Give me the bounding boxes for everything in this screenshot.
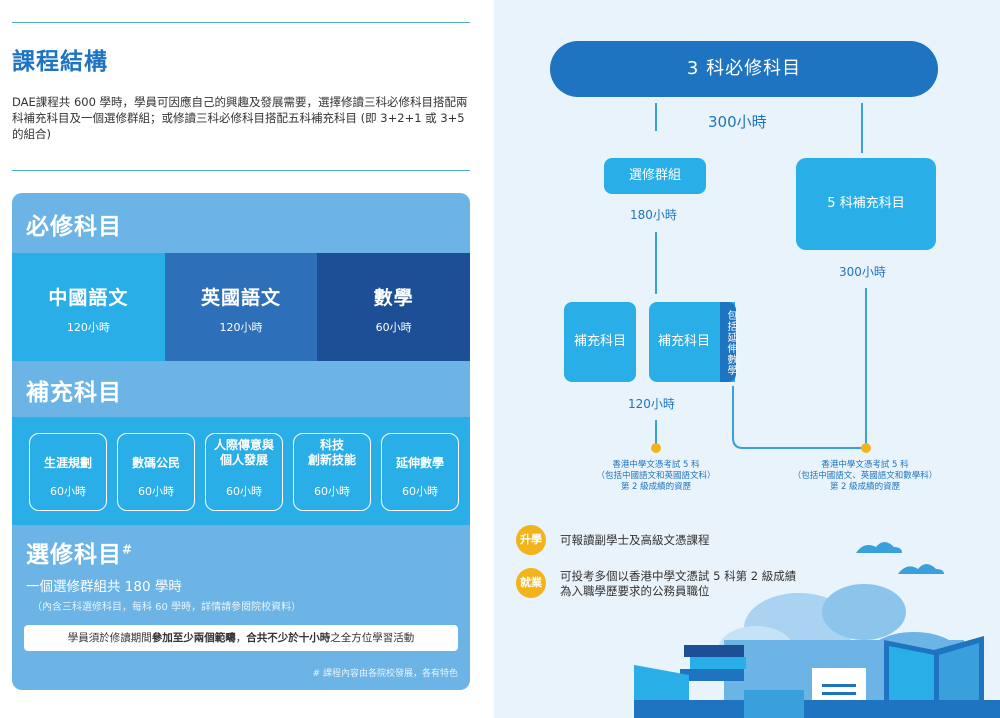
result-left-line1: 香港中學文憑考試 5 科 xyxy=(612,460,700,470)
elective-mark: # xyxy=(122,542,134,557)
supp-hours: 60小時 xyxy=(226,485,262,498)
milestone-dot xyxy=(861,443,871,453)
cloud-icon xyxy=(822,584,906,640)
core-subjects-pill: 3 科必修科目 xyxy=(550,41,938,97)
further-study-text: 可報讀副學士及高級文憑課程 xyxy=(560,533,710,547)
five-supp-hours-label: 300小時 xyxy=(839,265,886,279)
connector-line xyxy=(861,103,863,153)
elective-line1: 一個選修群組共 180 學時 xyxy=(26,579,182,595)
supp-hours: 60小時 xyxy=(314,485,350,498)
book-icon xyxy=(744,690,804,718)
supp-name: 科技 創新技能 xyxy=(294,438,370,468)
course-card: 必修科目 中國語文 120小時 英國語文 120小時 數學 60小時 補充科目 … xyxy=(12,193,470,690)
elective-heading: 選修科目# xyxy=(26,535,133,569)
core-chinese: 中國語文 120小時 xyxy=(12,253,165,361)
core-hours: 120小時 xyxy=(66,321,110,334)
employment-badge: 就業 xyxy=(516,568,546,598)
supplementary-box-a: 補充科目 xyxy=(564,302,636,382)
core-english: 英國語文 120小時 xyxy=(164,253,318,361)
books-clouds-illustration xyxy=(634,542,1000,718)
elective-heading-text: 選修科目 xyxy=(26,542,122,568)
supp-digital-citizen: 數碼公民 60小時 xyxy=(117,433,195,511)
supp-name: 生涯規劃 xyxy=(43,456,92,470)
core-hours: 120小時 xyxy=(219,321,263,334)
supp-hours: 60小時 xyxy=(50,485,86,498)
supp-career-planning: 生涯規劃 60小時 xyxy=(29,433,107,511)
supp-name-line2: 創新技能 xyxy=(307,453,356,467)
further-study-badge: 升學 xyxy=(516,525,546,555)
supp-hours-label: 120小時 xyxy=(628,397,675,411)
supplementary-band: 生涯規劃 60小時 數碼公民 60小時 人際傳意與 個人發展 60小時 科技 創… xyxy=(12,417,470,525)
core-name: 中國語文 xyxy=(48,287,129,309)
elective-group-box: 選修群組 xyxy=(604,158,706,194)
supp-name-line2: 個人發展 xyxy=(219,453,268,467)
left-panel: 課程結構 DAE課程共 600 學時，學員可因應自己的興趣及發展需要，選擇修讀三… xyxy=(0,0,494,718)
elbow-connector xyxy=(732,386,864,449)
supp-name: 人際傳意與 個人發展 xyxy=(206,438,282,468)
employment-text: 可投考多個以香港中學文憑試 5 科第 2 級成績 為入職學歷要求的公務員職位 xyxy=(560,569,796,599)
intro-paragraph: DAE課程共 600 學時，學員可因應自己的興趣及發展需要，選擇修讀三科必修科目… xyxy=(12,95,468,141)
milestone-dot xyxy=(651,443,661,453)
footnote: # 課程內容由各院校發展，各有特色 xyxy=(312,669,458,679)
result-left: 香港中學文憑考試 5 科 （包括中國語文和英國語文科） 第 2 級成績的資歷 xyxy=(580,460,732,493)
core-hours-label: 300小時 xyxy=(708,113,767,131)
result-right-line2: （包括中國語文、英國語文和數學科） xyxy=(792,471,938,481)
section-title: 課程結構 xyxy=(12,49,108,75)
result-right: 香港中學文憑考試 5 科 （包括中國語文、英國語文和數學科） 第 2 級成績的資… xyxy=(782,460,948,493)
core-heading: 必修科目 xyxy=(26,214,122,240)
supp-name: 數碼公民 xyxy=(131,456,180,470)
activity-bold1: 參加至少兩個範疇 xyxy=(151,632,236,644)
activity-pre: 學員須於修讀期間 xyxy=(67,632,152,644)
right-panel: 3 科必修科目 300小時 選修群組 180小時 5 科補充科目 300小時 補… xyxy=(494,0,1000,718)
activity-mid: ， xyxy=(235,632,247,644)
employment-text-line2: 為入職學歷要求的公務員職位 xyxy=(560,584,710,598)
connector-line xyxy=(865,288,867,446)
result-right-line3: 第 2 級成績的資歷 xyxy=(829,482,901,492)
book-icon xyxy=(690,657,746,669)
extended-math-vertical-tag: 包括延伸數學 xyxy=(720,302,736,382)
result-right-line1: 香港中學文憑考試 5 科 xyxy=(821,460,909,470)
activity-note: 學員須於修讀期間參加至少兩個範疇，合共不少於十小時之全方位學習活動 xyxy=(24,625,458,651)
core-subjects: 中國語文 120小時 英國語文 120小時 數學 60小時 xyxy=(12,253,470,361)
activity-post: 之全方位學習活動 xyxy=(330,632,415,644)
ground xyxy=(634,700,1000,718)
small-cloud-icon xyxy=(856,542,902,553)
connector-line xyxy=(655,103,657,131)
supp-hours: 60小時 xyxy=(402,485,438,498)
core-name: 數學 xyxy=(373,287,414,309)
supp-interpersonal: 人際傳意與 個人發展 60小時 xyxy=(205,433,283,511)
supp-extended-math: 延伸數學 60小時 xyxy=(381,433,459,511)
supp-name: 延伸數學 xyxy=(395,456,444,470)
result-left-line3: 第 2 級成績的資歷 xyxy=(620,482,692,492)
supp-b-label: 補充科目 xyxy=(657,334,710,349)
five-supplementary-box: 5 科補充科目 xyxy=(796,158,936,250)
top-divider xyxy=(12,22,470,23)
open-book-page xyxy=(939,643,979,711)
core-hours: 60小時 xyxy=(375,321,412,334)
supp-hours: 60小時 xyxy=(138,485,174,498)
connector-line xyxy=(655,420,657,444)
employment-text-line1: 可投考多個以香港中學文憑試 5 科第 2 級成績 xyxy=(560,569,797,583)
activity-bold2: 合共不少於十小時 xyxy=(246,632,331,644)
supplementary-heading: 補充科目 xyxy=(26,380,122,406)
book-icon xyxy=(680,669,744,681)
open-book-page xyxy=(889,646,934,713)
core-math: 數學 60小時 xyxy=(317,253,470,361)
mid-divider xyxy=(12,170,470,171)
result-left-line2: （包括中國語文和英國語文科） xyxy=(596,471,716,481)
book-icon xyxy=(684,645,744,657)
core-name: 英國語文 xyxy=(201,287,282,309)
small-cloud-icon xyxy=(898,564,944,574)
supp-name-line1: 科技 xyxy=(319,438,344,452)
elective-line2: （內含三科選修科目，每科 60 學時，詳情請參閱院校資料） xyxy=(32,602,302,613)
connector-line xyxy=(655,232,657,294)
supp-name-line1: 人際傳意與 xyxy=(213,438,274,452)
elective-hours-label: 180小時 xyxy=(630,208,677,222)
supp-tech-innovation: 科技 創新技能 60小時 xyxy=(293,433,371,511)
